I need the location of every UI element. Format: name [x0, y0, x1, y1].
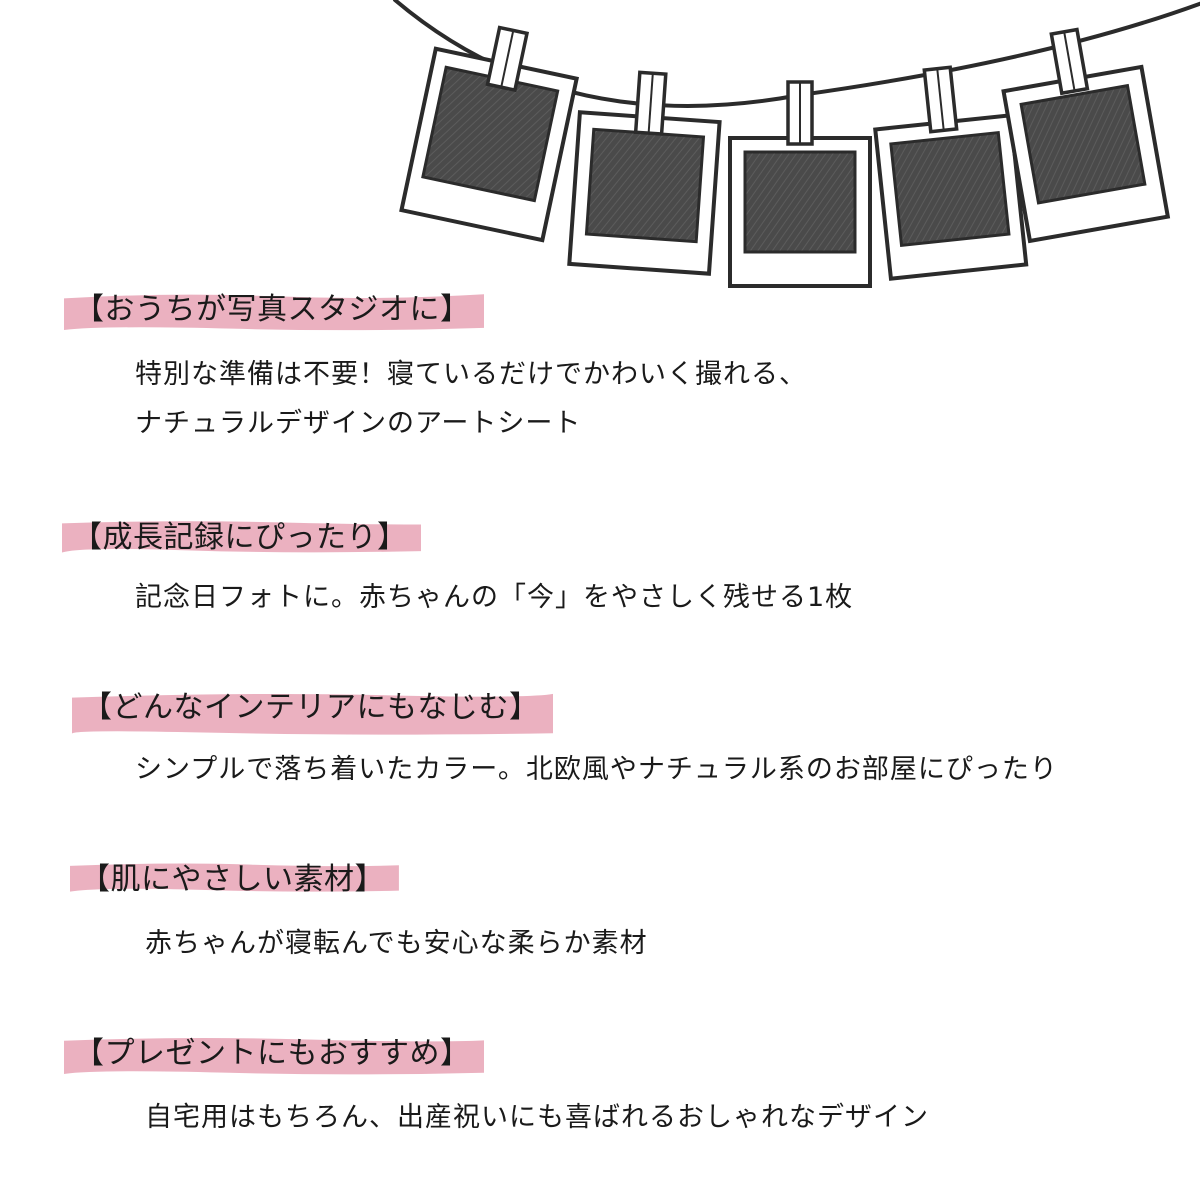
pink-highlight-brush	[70, 863, 399, 892]
feature-text-3-line-1: シンプルで落ち着いたカラー。北欧風やナチュラル系のお部屋にぴったり	[135, 754, 1058, 785]
feature-heading-5: 【プレゼントにもおすすめ】	[64, 1032, 485, 1080]
feature-text-1-line-2: ナチュラルデザインのアートシート	[135, 408, 582, 439]
feature-text-5-line-1: 自宅用はもちろん、出産祝いにも喜ばれるおしゃれなデザイン	[145, 1102, 929, 1133]
photo-frame-2	[567, 70, 722, 276]
pink-highlight-brush	[64, 294, 485, 331]
feature-text-4-line-1: 赤ちゃんが寝転んでも安心な柔らか素材	[145, 928, 648, 959]
photo-frame-1	[399, 25, 580, 243]
pink-highlight-brush	[72, 693, 554, 735]
feature-heading-3: 【どんなインテリアにもなじむ】	[72, 686, 554, 735]
photo-frame-4	[873, 65, 1029, 281]
feature-heading-4: 【肌にやさしい素材】	[70, 858, 399, 906]
hanging-photos-garland-icon	[393, 0, 1200, 288]
feature-heading-1: 【おうちが写真スタジオに】	[64, 288, 485, 336]
feature-heading-2: 【成長記録にぴったり】	[62, 516, 422, 564]
feature-text-2-line-1: 記念日フォトに。赤ちゃんの「今」をやさしく残せる1枚	[135, 582, 854, 613]
feature-text-1-line-1: 特別な準備は不要！寝ているだけでかわいく撮れる、	[135, 359, 807, 390]
photo-frame-5	[1001, 27, 1171, 244]
pink-highlight-brush	[62, 521, 422, 553]
pink-highlight-brush	[64, 1038, 485, 1075]
photo-frame-3	[728, 80, 872, 288]
